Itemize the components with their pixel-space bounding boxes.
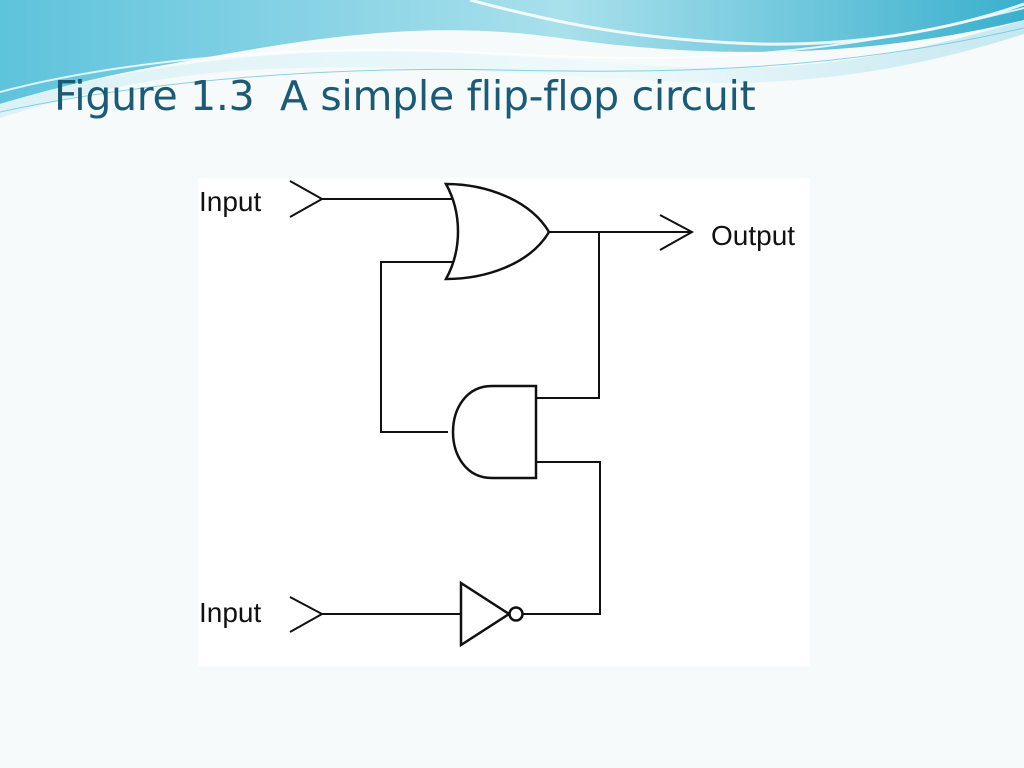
feedback-wire-output-to-and [536,232,600,399]
slide-title: Figure 1.3 A simple flip-flop circuit [54,72,756,120]
output-terminal [549,214,695,251]
input-top-label: Input [199,186,261,217]
input-bottom-terminal [289,596,461,633]
header-wave-decoration [0,0,1024,118]
or-gate [443,182,551,281]
wire-not-to-and [523,461,601,615]
and-gate [451,384,538,480]
input-bottom-label: Input [199,597,261,628]
feedback-wire-and-to-or [380,261,454,433]
output-label: Output [711,220,795,251]
input-top-terminal [289,180,452,218]
not-gate [459,580,524,648]
